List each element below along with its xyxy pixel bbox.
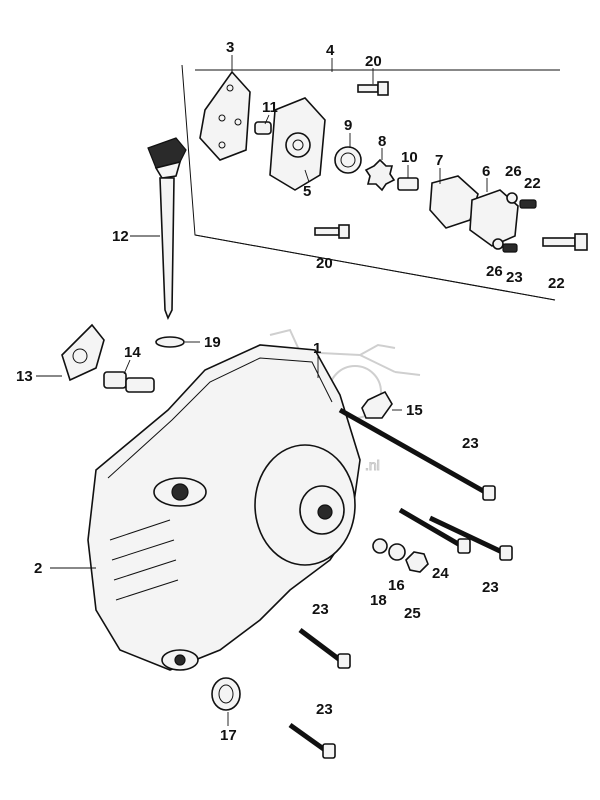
callout-23-d: 23 [316, 701, 333, 718]
part-bolt-cover-a [338, 407, 496, 501]
part-outer-rotor [334, 146, 362, 174]
part-dipstick [147, 137, 187, 320]
callout-26-upper: 26 [505, 163, 522, 180]
callout-6: 6 [482, 163, 490, 180]
callout-labels: 3 4 20 11 9 8 10 7 6 26 22 5 12 20 26 23… [16, 39, 565, 744]
callout-10: 10 [401, 149, 418, 166]
callout-23-c: 23 [312, 601, 329, 618]
part-gasket-plate [199, 70, 251, 161]
watermark-suffix: .nl [365, 457, 380, 473]
part-o-ring-upper [506, 192, 518, 204]
part-rotor-shaft [397, 177, 419, 191]
part-cable-clamp [361, 390, 393, 419]
part-bolt-upper [357, 81, 389, 96]
part-nut [405, 551, 429, 573]
callout-11: 11 [262, 99, 278, 116]
callout-8: 8 [378, 133, 386, 150]
callout-3: 3 [226, 39, 234, 56]
callout-2: 2 [34, 560, 42, 577]
part-bolt-cover-d [298, 628, 351, 669]
callout-22-lower: 23 [506, 269, 523, 286]
callout-23-a: 23 [462, 435, 479, 452]
part-dipstick-o-ring [155, 336, 185, 348]
callout-19: 19 [204, 334, 221, 351]
callout-25: 25 [404, 605, 421, 622]
callout-1: 1 [313, 340, 321, 357]
part-oil-seal [211, 677, 241, 711]
part-pump-body [269, 97, 326, 191]
callout-14: 14 [124, 344, 141, 361]
part-dowel-pin [254, 121, 272, 135]
callout-13: 13 [16, 368, 33, 385]
callout-9: 9 [344, 117, 352, 134]
callout-18: 18 [370, 592, 387, 609]
part-screw-upper [519, 199, 537, 209]
part-long-bolt [542, 233, 588, 251]
part-drain-plug [103, 371, 155, 393]
part-bolt-cover-c [428, 515, 513, 561]
part-screw-lower [502, 243, 518, 253]
part-bolt-lower [314, 224, 350, 239]
callout-12: 12 [112, 228, 129, 245]
callout-20-upper: 20 [365, 53, 382, 70]
callout-5: 5 [303, 183, 311, 200]
callout-7: 7 [435, 152, 443, 169]
callout-23-b: 23 [482, 579, 499, 596]
callout-4: 4 [326, 42, 335, 59]
callout-17: 17 [220, 727, 237, 744]
callout-16: 16 [388, 577, 405, 594]
callout-24: 24 [432, 565, 449, 582]
callout-26-lower: 26 [486, 263, 503, 280]
part-pump-cover [469, 189, 519, 247]
part-washer-ring [372, 538, 388, 554]
part-inner-rotor [364, 158, 396, 192]
part-drain-bolt [61, 323, 105, 382]
part-bolt-cover-b [398, 507, 471, 554]
part-crankcase-cover [87, 344, 361, 671]
leader-lines [36, 55, 488, 726]
callout-22-upper: 22 [524, 175, 541, 192]
part-bolt-cover-e [288, 722, 336, 759]
callout-15: 15 [406, 402, 423, 419]
callout-20-lower: 20 [316, 255, 333, 272]
part-o-ring-lower [492, 238, 504, 250]
callout-21: 22 [548, 275, 565, 292]
part-washer [388, 543, 406, 561]
